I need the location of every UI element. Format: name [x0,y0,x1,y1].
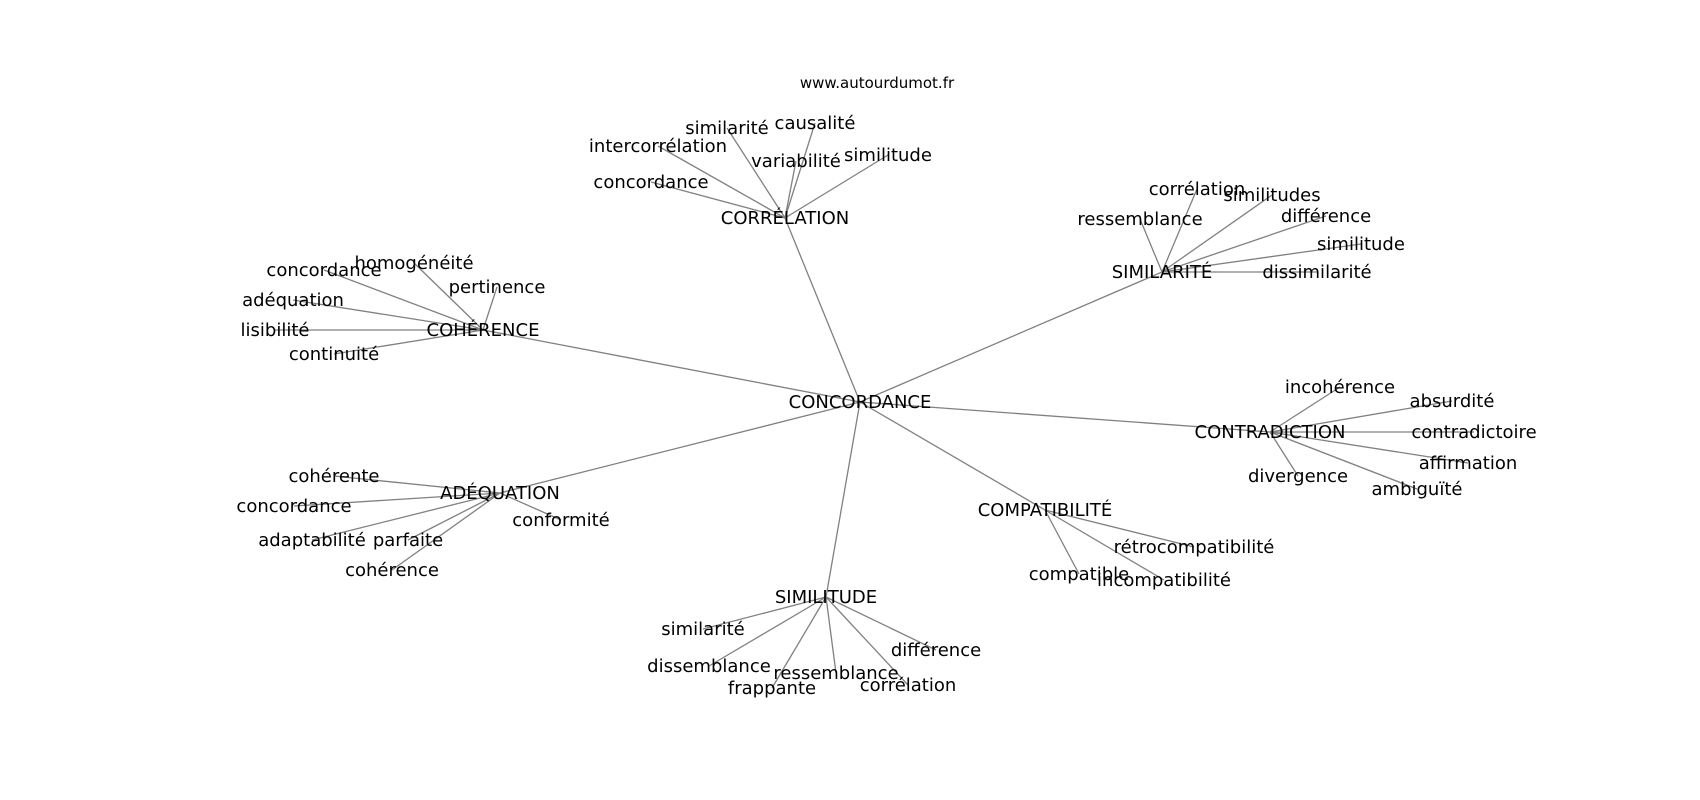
leaf-node-coherence[interactable]: homogénéité [354,253,473,274]
edge-similitude-leaf-0 [702,596,827,630]
leaf-node-similitude[interactable]: corrélation [860,675,957,696]
leaf-node-compatibilite[interactable]: incompatibilité [1097,570,1231,591]
leaf-node-adequation[interactable]: parfaite [373,530,443,551]
leaf-node-correlation[interactable]: similarité [685,118,768,139]
leaf-node-adequation[interactable]: adaptabilité [258,530,366,551]
leaf-node-similarite[interactable]: ressemblance [1077,209,1202,230]
leaf-node-correlation[interactable]: causalité [775,113,856,134]
source-url: www.autourdumot.fr [800,74,955,92]
leaf-node-similarite[interactable]: similitude [1317,234,1405,255]
edge-coherence-leaf-2 [482,286,498,331]
leaf-node-correlation[interactable]: similitude [844,145,932,166]
edge-contradiction-leaf-3 [1269,431,1469,464]
edge-center-correlation [784,217,861,403]
leaf-node-coherence[interactable]: concordance [266,260,381,281]
hub-node-contradiction[interactable]: CONTRADICTION [1195,422,1346,443]
leaf-node-correlation[interactable]: intercorrélation [589,136,727,157]
hub-node-compatibilite[interactable]: COMPATIBILITÉ [978,499,1113,521]
leaf-node-coherence[interactable]: adéquation [242,290,344,311]
leaf-node-contradiction[interactable]: absurdité [1410,391,1495,412]
edge-correlation-leaf-3 [784,160,797,219]
leaf-node-similarite[interactable]: différence [1281,206,1371,227]
edge-center-similarite [859,271,1163,403]
leaf-node-contradiction[interactable]: contradictoire [1411,422,1536,443]
edge-similitude-leaf-2 [708,596,827,667]
edge-adequation-leaf-0 [333,475,501,494]
leaf-node-contradiction[interactable]: affirmation [1419,453,1518,474]
edge-contradiction-leaf-1 [1269,400,1453,433]
edge-similitude-leaf-4 [771,596,827,689]
leaf-node-coherence[interactable]: lisibilité [241,320,310,341]
leaf-node-similarite[interactable]: dissimilarité [1262,262,1371,283]
leaf-node-adequation[interactable]: cohérente [288,466,379,487]
edge-correlation-leaf-4 [784,154,889,219]
hub-node-coherence[interactable]: COHÉRENCE [427,319,540,341]
hub-node-similarite[interactable]: SIMILARITÉ [1112,261,1213,283]
edge-similarite-leaf-2 [1139,218,1163,273]
hub-node-correlation[interactable]: CORRÉLATION [721,207,849,229]
edge-similarite-leaf-3 [1161,215,1327,273]
leaf-node-similitude[interactable]: différence [891,640,981,661]
edge-similarite-leaf-0 [1161,188,1198,273]
leaf-node-similarite[interactable]: corrélation [1149,179,1246,200]
edge-correlation-leaf-0 [726,127,786,219]
leaf-node-adequation[interactable]: cohérence [345,560,439,581]
leaf-node-contradiction[interactable]: incohérence [1285,377,1395,398]
label-layer: www.autourdumot.fr CONCORDANCE CORRÉLATIO… [236,74,1536,699]
edge-center-contradiction [859,401,1271,433]
edge-layer [275,122,1474,689]
edge-coherence-leaf-3 [292,299,484,331]
leaf-node-contradiction[interactable]: divergence [1248,466,1348,487]
edge-similitude-leaf-5 [825,596,909,686]
edge-contradiction-leaf-4 [1269,431,1299,477]
hub-node-similitude[interactable]: SIMILITUDE [775,587,877,608]
edge-compatibilite-leaf-0 [1044,509,1195,548]
edge-center-adequation [499,401,861,494]
edge-contradiction-leaf-0 [1269,386,1341,433]
leaf-node-coherence[interactable]: pertinence [449,277,546,298]
edge-center-compatibilite [859,401,1046,511]
leaf-node-contradiction[interactable]: ambiguïté [1372,479,1463,500]
edge-adequation-leaf-3 [311,492,501,541]
edge-adequation-leaf-2 [499,492,562,521]
leaf-node-similitude[interactable]: dissemblance [647,656,771,677]
edge-correlation-leaf-1 [784,122,816,219]
leaf-node-correlation[interactable]: variabilité [751,151,841,172]
edge-correlation-leaf-5 [650,181,786,219]
leaf-node-similitude[interactable]: similarité [661,619,744,640]
leaf-node-similitude[interactable]: frappante [728,678,816,699]
edge-coherence-leaf-1 [323,269,484,331]
leaf-node-correlation[interactable]: concordance [593,172,708,193]
edge-similitude-leaf-3 [825,596,837,674]
edge-adequation-leaf-5 [391,492,501,571]
edge-adequation-leaf-1 [293,492,501,507]
leaf-node-similarite[interactable]: similitudes [1223,185,1320,206]
leaf-node-coherence[interactable]: continuité [289,344,379,365]
leaf-node-adequation[interactable]: conformité [512,510,609,531]
edge-contradiction-leaf-5 [1269,431,1418,490]
edge-coherence-leaf-0 [413,262,484,331]
edge-coherence-leaf-5 [333,329,484,355]
edge-center-similitude [825,401,861,598]
edge-correlation-leaf-2 [657,145,786,219]
leaf-node-compatibilite[interactable]: rétrocompatibilité [1114,537,1275,558]
leaf-node-adequation[interactable]: concordance [236,496,351,517]
edge-compatibilite-leaf-1 [1044,509,1080,575]
edge-compatibilite-leaf-2 [1044,509,1165,581]
leaf-node-compatibilite[interactable]: compatible [1029,564,1129,585]
edge-similarite-leaf-4 [1161,243,1362,273]
edge-adequation-leaf-4 [407,492,501,541]
leaf-node-similitude[interactable]: ressemblance [773,663,898,684]
edge-center-coherence [482,329,861,403]
edge-similarite-leaf-1 [1161,194,1273,273]
edge-similitude-leaf-1 [825,596,937,651]
hub-node-adequation[interactable]: ADÉQUATION [440,482,560,504]
center-node[interactable]: CONCORDANCE [789,392,932,413]
